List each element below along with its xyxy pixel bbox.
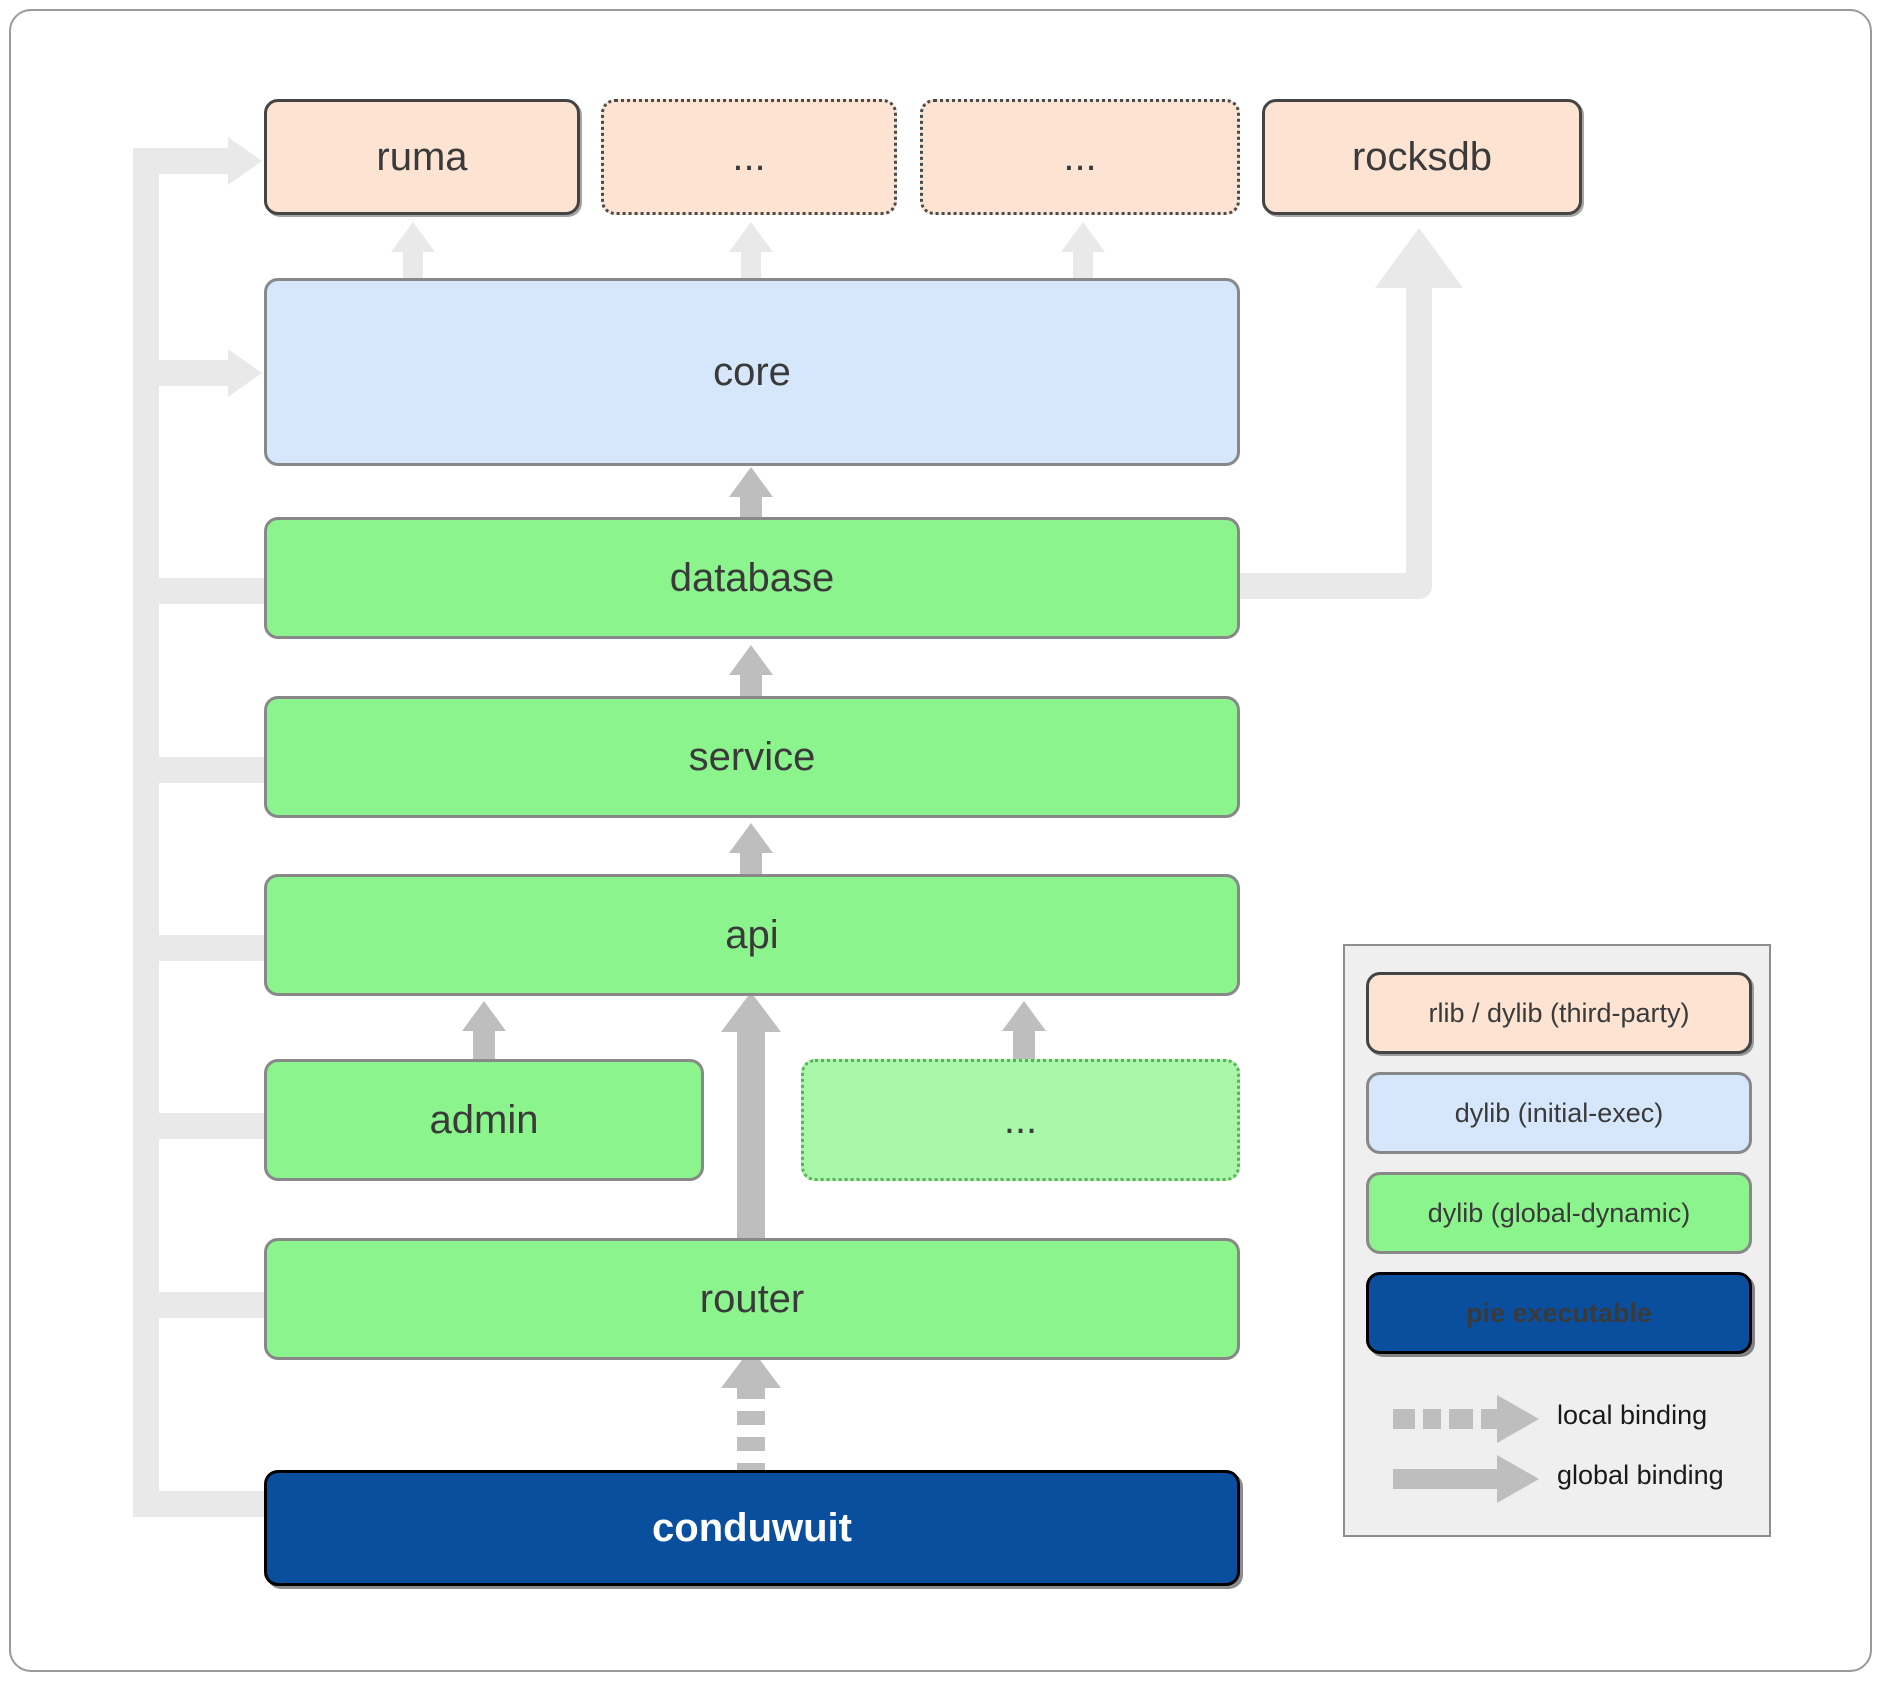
- database-to-rocksdb-arrowhead: [1375, 228, 1463, 288]
- admin-to-api-shaft: [473, 1026, 495, 1062]
- node-router-label: router: [699, 1276, 805, 1321]
- core-to-ruma-arrowhead: [391, 222, 435, 252]
- global-binding-arrow-icon: [1393, 1448, 1543, 1508]
- node-ellipsis-top-2-label: ...: [1063, 134, 1097, 179]
- node-core[interactable]: core: [264, 278, 1240, 466]
- database-to-core-arrowhead: [729, 467, 773, 497]
- core-to-ellipsis1-arrowhead: [729, 222, 773, 252]
- node-service[interactable]: service: [264, 696, 1240, 818]
- database-to-rocksdb-vertical: [1406, 258, 1432, 588]
- legend-arrow-global-binding-label: global binding: [1557, 1460, 1724, 1490]
- database-to-rocksdb-horizontal: [1236, 573, 1432, 599]
- legend-item-initial-exec: dylib (initial-exec): [1366, 1072, 1752, 1154]
- node-core-label: core: [713, 349, 791, 394]
- local-binding-arrow-icon: [1393, 1388, 1543, 1448]
- spine-branch-admin: [133, 1113, 269, 1139]
- local-binding-shaft: [1393, 1409, 1501, 1429]
- spine-branch-api: [133, 935, 269, 961]
- spine-branch-router: [133, 1292, 269, 1318]
- spine-branch-conduwuit: [133, 1491, 269, 1517]
- spine-branch-service: [133, 757, 269, 783]
- node-admin[interactable]: admin: [264, 1059, 704, 1181]
- spine-branch-core: [133, 360, 233, 386]
- legend-item-initial-exec-label: dylib (initial-exec): [1454, 1097, 1664, 1128]
- global-binding-arrowhead: [1497, 1455, 1539, 1503]
- node-api[interactable]: api: [264, 874, 1240, 996]
- legend-item-global-dynamic-label: dylib (global-dynamic): [1427, 1197, 1691, 1228]
- core-to-ellipsis1-shaft: [741, 245, 761, 283]
- legend-arrow-local-binding: local binding: [1345, 1388, 1769, 1448]
- admin-to-api-arrowhead: [462, 1001, 506, 1031]
- legend-item-pie-executable-label: pie executable: [1465, 1297, 1653, 1328]
- ellipsis-mid-to-api-shaft: [1013, 1026, 1035, 1062]
- node-conduwuit-label: conduwuit: [652, 1505, 852, 1550]
- node-conduwuit[interactable]: conduwuit: [264, 1470, 1240, 1586]
- node-rocksdb-label: rocksdb: [1351, 134, 1493, 179]
- global-binding-shaft: [1393, 1469, 1501, 1489]
- spine-arrowhead-ruma: [228, 137, 262, 185]
- node-router[interactable]: router: [264, 1238, 1240, 1360]
- router-to-api-arrowhead: [721, 992, 781, 1032]
- node-ellipsis-mid[interactable]: ...: [801, 1059, 1240, 1181]
- router-to-api-shaft: [737, 1026, 765, 1240]
- legend-item-third-party: rlib / dylib (third-party): [1366, 972, 1752, 1054]
- core-to-ellipsis2-shaft: [1073, 245, 1093, 283]
- node-ellipsis-top-2[interactable]: ...: [920, 99, 1240, 215]
- legend-item-global-dynamic: dylib (global-dynamic): [1366, 1172, 1752, 1254]
- legend-panel: rlib / dylib (third-party) dylib (initia…: [1343, 944, 1771, 1537]
- node-ellipsis-top-1-label: ...: [732, 134, 766, 179]
- node-ellipsis-mid-label: ...: [1003, 1097, 1038, 1142]
- spine-branch-database: [133, 578, 269, 604]
- api-to-service-arrowhead: [729, 823, 773, 853]
- legend-item-third-party-label: rlib / dylib (third-party): [1428, 997, 1690, 1028]
- legend-item-pie-executable: pie executable: [1366, 1272, 1752, 1354]
- conduwuit-to-router-shaft: [737, 1385, 765, 1471]
- node-rocksdb[interactable]: rocksdb: [1262, 99, 1582, 215]
- node-ruma[interactable]: ruma: [264, 99, 580, 215]
- ellipsis-mid-to-api-arrowhead: [1002, 1001, 1046, 1031]
- core-to-ellipsis2-arrowhead: [1061, 222, 1105, 252]
- spine-arrowhead-core: [228, 349, 262, 397]
- spine-branch-ruma: [133, 148, 233, 174]
- local-binding-arrowhead: [1497, 1395, 1539, 1443]
- node-api-label: api: [725, 912, 779, 957]
- node-database-label: database: [669, 555, 835, 600]
- node-ruma-label: ruma: [376, 134, 468, 179]
- core-to-ruma-shaft: [403, 245, 423, 283]
- node-admin-label: admin: [429, 1097, 539, 1142]
- node-database[interactable]: database: [264, 517, 1240, 639]
- service-to-database-arrowhead: [729, 645, 773, 675]
- node-ellipsis-top-1[interactable]: ...: [601, 99, 897, 215]
- legend-arrow-local-binding-label: local binding: [1557, 1400, 1708, 1430]
- legend-arrow-global-binding: global binding: [1345, 1448, 1769, 1508]
- node-service-label: service: [688, 734, 816, 779]
